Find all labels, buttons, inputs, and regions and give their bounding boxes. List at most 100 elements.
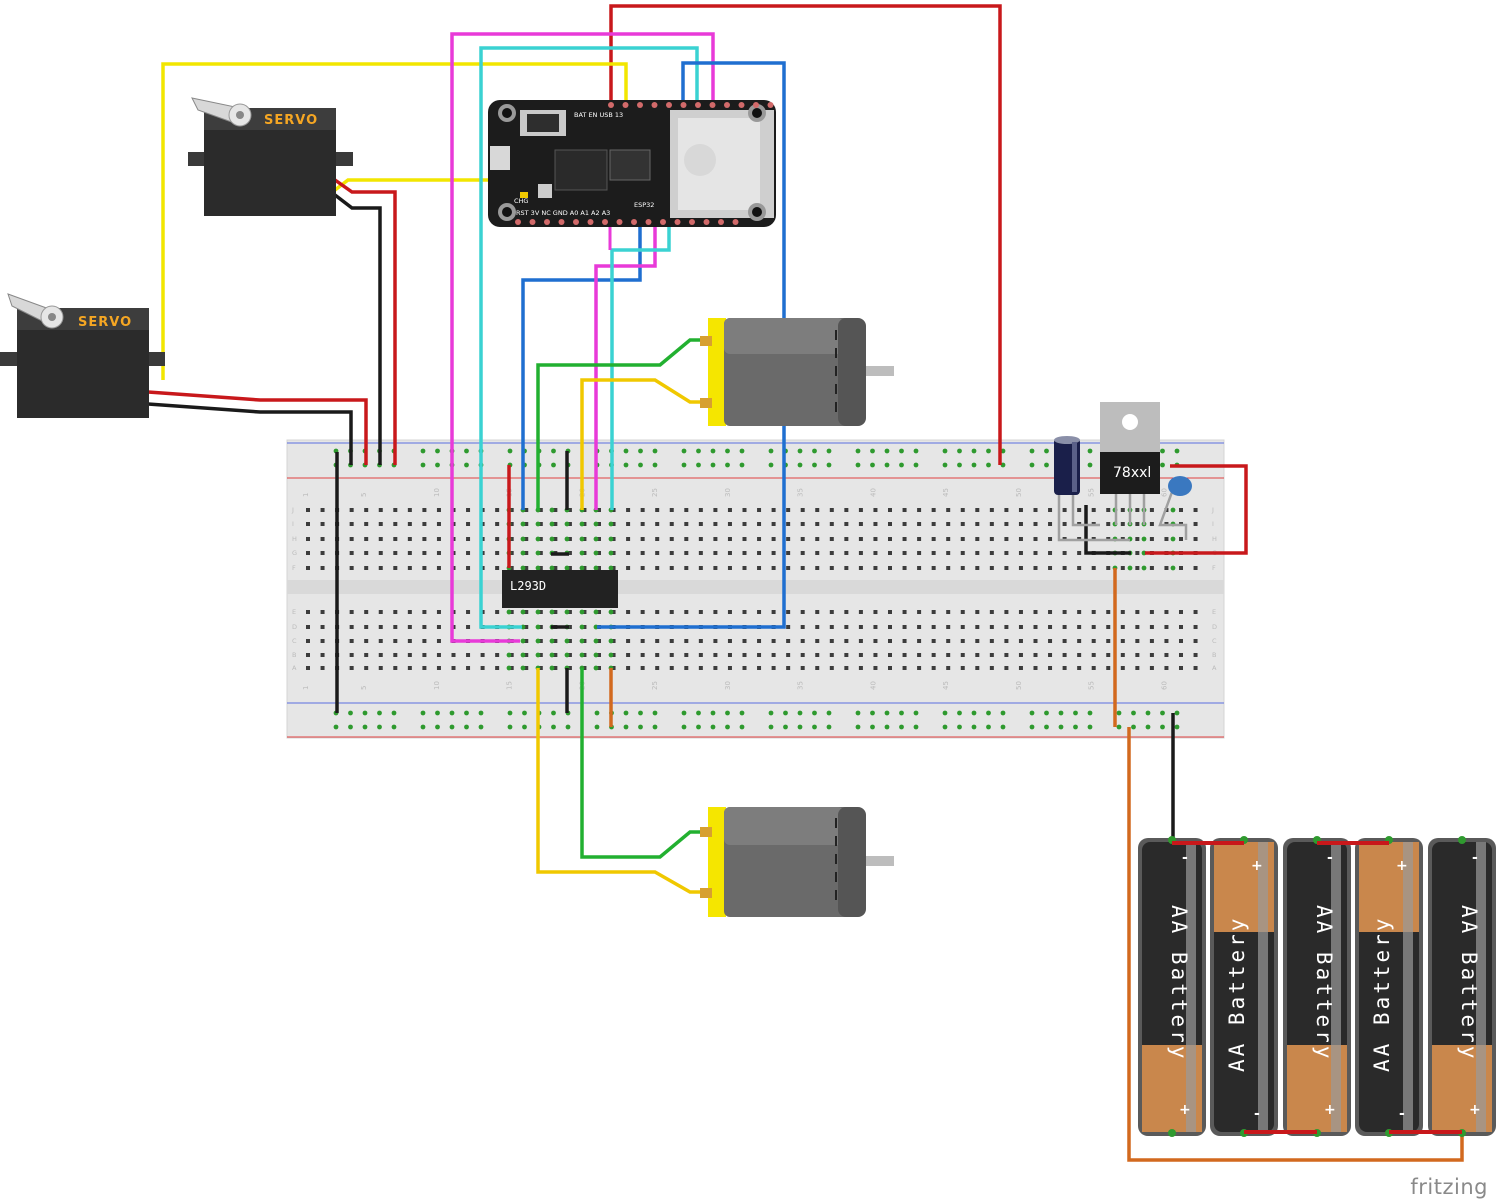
breadboard: 1155101015152020252530303535404045455050…: [286, 439, 1225, 739]
column-number: 5: [360, 686, 368, 690]
wire-red-power: [609, 4, 1002, 465]
battery-negative: -: [1472, 850, 1478, 866]
electrolytic-capacitor: [1054, 436, 1080, 495]
servo-lower-label: SERVO: [78, 315, 132, 330]
l293d-label: L293D: [510, 579, 546, 593]
row-letter: E: [292, 608, 296, 616]
column-number: 55: [1088, 488, 1096, 497]
column-number: 10: [433, 681, 441, 690]
row-letter: H: [292, 535, 297, 543]
esp32-feather-board: BAT EN USB 13 RST 3V NC GND A0 A1 A2 A3 …: [488, 100, 776, 227]
servo-upper-label: SERVO: [264, 113, 318, 128]
row-letter: D: [292, 623, 297, 631]
row-letter: J: [1211, 506, 1214, 514]
battery-negative: -: [1327, 850, 1333, 866]
wires: [147, 4, 1464, 1162]
battery-label: AA Battery: [1457, 905, 1481, 1061]
column-number: 45: [942, 681, 950, 690]
row-letter: I: [1212, 520, 1214, 528]
column-number: 25: [651, 488, 659, 497]
row-letter: A: [292, 664, 297, 672]
wire-red-regulator-out: [1145, 464, 1248, 555]
esp32-header-pins: [515, 102, 774, 225]
row-letter: F: [1212, 564, 1216, 572]
battery-negative: -: [1182, 850, 1188, 866]
servo-lower: SERVO: [0, 293, 165, 418]
row-letter: C: [1212, 637, 1217, 645]
battery-positive: +: [1396, 858, 1408, 874]
wire-black-servo2: [333, 193, 382, 465]
row-letter: J: [291, 506, 294, 514]
aa-battery: AA Battery - +: [1210, 836, 1278, 1137]
battery-positive: +: [1324, 1102, 1336, 1118]
dc-motor-bottom: [700, 807, 894, 917]
breadboard-holes: [306, 448, 1198, 730]
wire-magenta: [450, 32, 715, 643]
column-number: 30: [724, 488, 732, 497]
regulator-label: 78xxl: [1113, 465, 1151, 481]
aa-battery: AA Battery - +: [1138, 836, 1206, 1137]
wire-red-servo2: [333, 178, 397, 465]
row-letter: I: [292, 520, 294, 528]
column-number: 35: [797, 681, 805, 690]
l293d-driver-ic: L293D: [502, 570, 618, 608]
battery-positive: +: [1251, 858, 1263, 874]
esp32-bottom-pin-labels: RST 3V NC GND A0 A1 A2 A3: [516, 209, 610, 217]
battery-label: AA Battery: [1312, 905, 1336, 1061]
column-number: 1: [302, 493, 310, 497]
column-number: 15: [506, 681, 514, 690]
lead-capacitor-1: [1057, 495, 1130, 542]
row-letter: E: [1212, 608, 1216, 616]
battery-pack: AA Battery-+AA Battery-+AA Battery-+AA B…: [1138, 836, 1496, 1137]
column-number: 1: [302, 686, 310, 690]
esp32-top-pin-labels: BAT EN USB 13: [574, 111, 623, 119]
aa-battery: AA Battery - +: [1428, 836, 1496, 1137]
battery-label: AA Battery: [1370, 916, 1394, 1072]
wire-yellow-servo-signal: [161, 62, 628, 380]
column-number: 50: [1015, 488, 1023, 497]
voltage-regulator: 78xxl: [1100, 402, 1160, 494]
battery-label: AA Battery: [1225, 916, 1249, 1072]
wire-black-servo1: [147, 402, 353, 465]
battery-negative: -: [1399, 1106, 1405, 1122]
esp32-chg-label: CHG: [514, 197, 528, 205]
column-number: 30: [724, 681, 732, 690]
lead-capacitor-2: [1071, 495, 1100, 527]
column-number: 5: [360, 493, 368, 497]
lead-ceramic-cap: [1158, 491, 1188, 540]
battery-negative: -: [1254, 1106, 1260, 1122]
battery-label: AA Battery: [1167, 905, 1191, 1061]
esp32-chip-label: ESP32: [634, 201, 654, 209]
dc-motor-top: [700, 318, 894, 426]
column-number: 60: [1160, 681, 1168, 690]
column-number: 40: [869, 488, 877, 497]
column-number: 25: [651, 681, 659, 690]
aa-battery: AA Battery - +: [1283, 836, 1351, 1137]
wire-black-regulator-gnd: [1084, 505, 1131, 555]
row-letter: A: [1212, 664, 1217, 672]
column-number: 10: [433, 488, 441, 497]
wire-gold-motor-top: [580, 378, 712, 510]
column-number: 55: [1088, 681, 1096, 690]
wire-blue-upper: [597, 61, 786, 629]
servo-upper: SERVO: [188, 97, 353, 216]
row-letter: B: [292, 651, 296, 659]
wire-green-motor-bottom: [580, 668, 712, 859]
row-letter: H: [1212, 535, 1217, 543]
fritzing-brand: fritzing: [1410, 1175, 1488, 1199]
row-letter: D: [1212, 623, 1217, 631]
row-letter: F: [292, 564, 296, 572]
column-number: 35: [797, 488, 805, 497]
row-letter: G: [292, 549, 297, 557]
wire-cyan: [479, 46, 699, 629]
wire-orange-battery: [1127, 727, 1464, 1162]
column-number: 45: [942, 488, 950, 497]
wire-red-servo1: [147, 390, 368, 465]
row-letter: B: [1212, 651, 1216, 659]
row-letter: C: [292, 637, 297, 645]
battery-positive: +: [1179, 1102, 1191, 1118]
column-number: 40: [869, 681, 877, 690]
column-number: 60: [1160, 488, 1168, 497]
battery-positive: +: [1469, 1102, 1481, 1118]
